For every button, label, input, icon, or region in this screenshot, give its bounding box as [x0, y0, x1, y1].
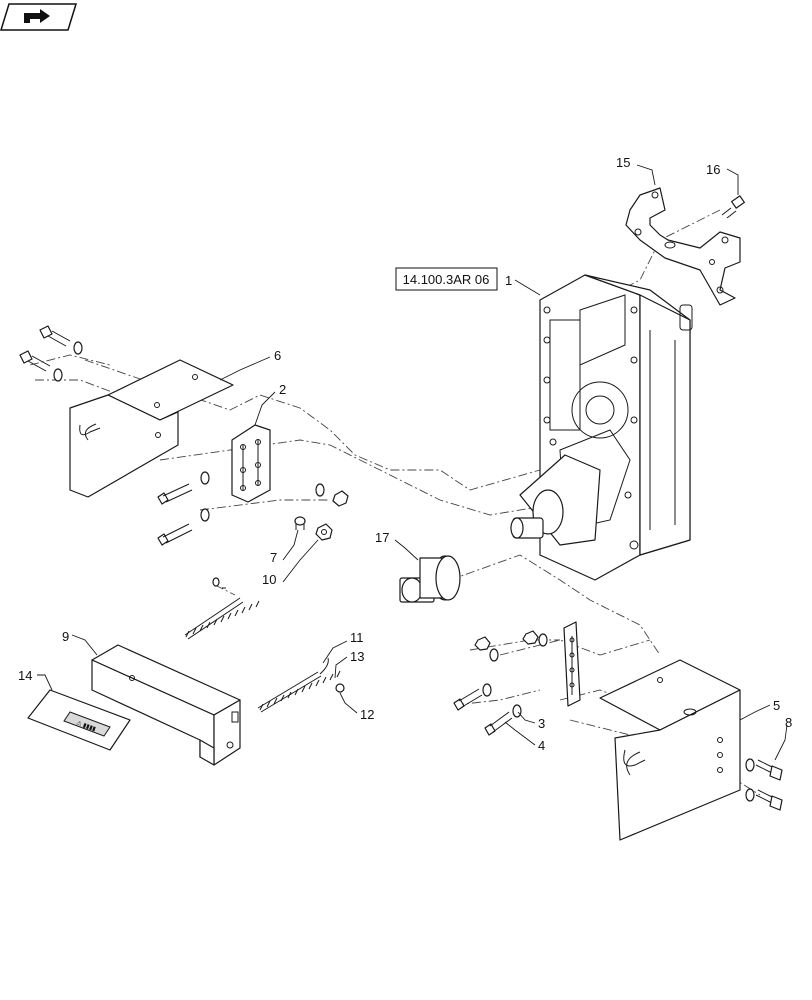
bushing-7[interactable]	[294, 516, 306, 530]
callout-2: 2	[279, 382, 286, 397]
bolt-5b[interactable]	[745, 788, 783, 811]
callout-13: 13	[350, 649, 364, 664]
callout-1: 1	[505, 273, 512, 288]
shaft-coupler[interactable]	[399, 555, 461, 603]
mounting-bracket[interactable]	[625, 187, 741, 306]
callout-16: 16	[706, 162, 720, 177]
clip-12[interactable]	[335, 683, 345, 693]
washer-3[interactable]	[512, 704, 522, 718]
bolt-6b[interactable]	[19, 350, 63, 382]
reference-box[interactable]: 14.100.3AR 06	[395, 267, 498, 291]
callout-12: 12	[360, 707, 374, 722]
callout-labels: 1 2 3 4 5 6 7 8 9 10 11 12 13 14 15 16 1…	[18, 155, 792, 753]
callout-3: 3	[538, 716, 545, 731]
bolt-mid-right[interactable]	[453, 683, 492, 711]
callout-7: 7	[270, 550, 277, 565]
callout-11: 11	[350, 630, 364, 645]
callout-5: 5	[773, 698, 780, 713]
callout-8: 8	[785, 715, 792, 730]
adjusting-plate[interactable]	[231, 424, 271, 503]
right-shield[interactable]	[599, 659, 741, 841]
spring-upper[interactable]	[184, 577, 260, 640]
callout-17: 17	[375, 530, 389, 545]
gearbox-housing[interactable]	[510, 274, 693, 581]
bolt-6a[interactable]	[39, 325, 83, 355]
callout-4: 4	[538, 738, 545, 753]
reference-label: 14.100.3AR 06	[403, 272, 490, 287]
nut-upper-right[interactable]	[474, 630, 548, 662]
warning-decal[interactable]: ⚠ ▮▮▮▮	[27, 689, 131, 751]
callout-6: 6	[274, 348, 281, 363]
callout-15: 15	[616, 155, 630, 170]
callout-9: 9	[62, 629, 69, 644]
callout-10: 10	[262, 572, 276, 587]
bolt-16[interactable]	[721, 195, 745, 219]
leader-lines	[37, 164, 788, 761]
left-shield[interactable]	[69, 359, 234, 498]
bolt-8[interactable]	[745, 758, 783, 781]
nut-2a[interactable]	[315, 483, 349, 507]
callout-14: 14	[18, 668, 32, 683]
bolt-2a[interactable]	[157, 471, 210, 505]
bolt-4[interactable]	[484, 711, 513, 736]
spring-11[interactable]	[257, 657, 341, 713]
next-page-arrow-icon[interactable]	[0, 3, 78, 31]
bolt-2b[interactable]	[157, 508, 210, 546]
slotted-bar[interactable]	[563, 621, 581, 707]
nut-10[interactable]	[315, 523, 333, 541]
lower-shield[interactable]	[91, 644, 241, 766]
